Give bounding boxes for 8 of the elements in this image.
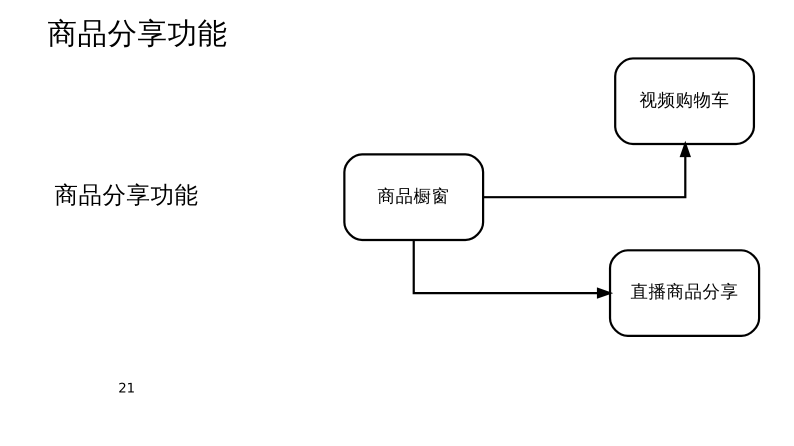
arrow xyxy=(483,140,690,198)
arrow xyxy=(412,240,613,299)
node-box: 视频购物车 xyxy=(614,57,755,146)
label: 21 xyxy=(118,381,135,396)
label: 商品分享功能 xyxy=(54,180,198,209)
node-box: 商品橱窗 xyxy=(342,153,484,242)
diagram-title: 商品分享功能 xyxy=(47,16,228,51)
node-box: 直播商品分享 xyxy=(608,249,760,338)
